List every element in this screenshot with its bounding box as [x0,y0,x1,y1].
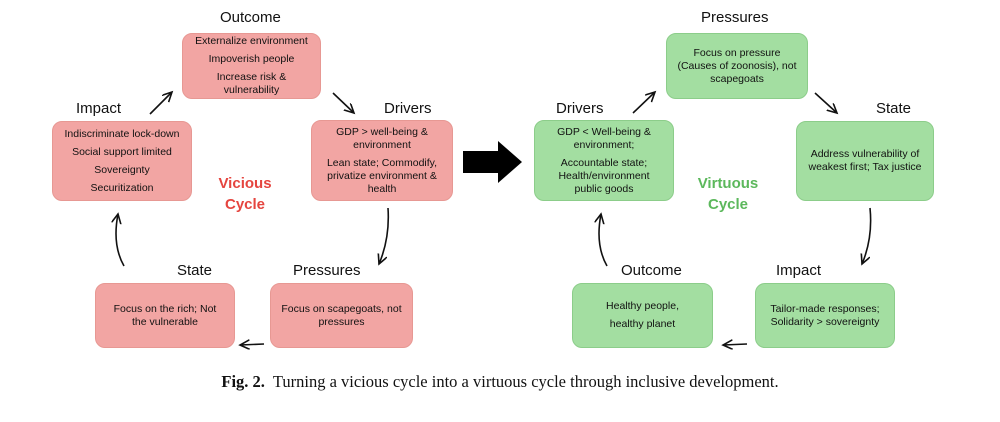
virtuous-drivers-line-1: GDP < Well-being & [557,125,651,138]
arrow-drivers-to-pressures [379,207,390,264]
vicious-impact-line-2: Social support limited [72,145,172,158]
vicious-outcome-line-4: vulnerability [223,84,280,96]
vicious-drivers-line-1: GDP > well-being & [336,125,428,138]
arrow-state-to-impact-green [862,207,872,264]
virtuous-impact-line-1: Tailor-made responses; [770,302,880,315]
vicious-state-label: State [177,262,213,279]
arrow-drivers-to-pressures-green [632,92,655,114]
vicious-pressures-label: Pressures [293,262,361,279]
transition-arrow [463,141,522,183]
vicious-state-line-1: Focus on the rich; Not [113,302,217,315]
arrow-outcome-to-drivers-green [599,214,608,267]
arrow-pressures-to-state-green [814,92,837,113]
vicious-impact-line-1: Indiscriminate lock-down [64,127,180,140]
vicious-drivers-box: GDP > well-being & environment Lean stat… [311,120,453,201]
virtuous-impact-box: Tailor-made responses; Solidarity > sove… [755,283,895,348]
virtuous-cycle-title-line-1: Virtuous [697,175,759,192]
virtuous-outcome-line-1: Healthy people, [606,300,679,312]
virtuous-outcome-label: Outcome [621,262,682,279]
virtuous-impact-line-2: Solidarity > sovereignty [770,315,880,328]
caption-prefix: Fig. 2. [221,372,265,391]
vicious-drivers-line-4: privatize environment & [327,169,437,182]
virtuous-outcome-box: Healthy people, healthy planet [572,283,713,348]
vicious-outcome-line-3: Increase risk & [216,71,287,83]
virtuous-pressures-line-1: Focus on pressure [693,46,781,59]
caption-text: Turning a vicious cycle into a virtuous … [272,372,779,391]
virtuous-impact-label: Impact [776,262,822,279]
arrow-impact-to-outcome-green [723,344,748,345]
virtuous-pressures-label: Pressures [701,9,769,26]
virtuous-pressures-box: Focus on pressure (Causes of zoonosis), … [666,33,808,99]
virtuous-state-label: State [876,100,912,117]
virtuous-state-box: Address vulnerability of weakest first; … [796,121,934,201]
vicious-pressures-line-1: Focus on scapegoats, not [281,302,402,315]
virtuous-cycle-title: Virtuous Cycle [690,173,766,215]
vicious-impact-box: Indiscriminate lock-down Social support … [52,121,192,201]
vicious-impact-label: Impact [76,100,122,117]
vicious-drivers-line-3: Lean state; Commodify, [326,156,438,169]
virtuous-drivers-line-2: environment; [573,138,635,151]
vicious-drivers-line-5: health [367,182,397,195]
virtuous-state-line-1: Address vulnerability of [810,148,920,160]
vicious-impact-line-3: Sovereignty [94,163,150,176]
vicious-cycle-title-line-2: Cycle [224,196,266,213]
virtuous-drivers-line-3: Accountable state; [560,156,648,169]
vicious-state-box: Focus on the rich; Not the vulnerable [95,283,235,348]
arrow-impact-to-outcome [149,92,172,115]
vicious-impact-line-4: Securitization [90,181,154,194]
arrow-pressures-to-state [240,344,265,345]
vicious-outcome-label: Outcome [220,9,281,26]
figure-caption: Fig. 2. Turning a vicious cycle into a v… [0,372,1000,392]
arrow-outcome-to-drivers [332,92,354,113]
virtuous-cycle-title-line-2: Cycle [707,196,749,213]
virtuous-drivers-box: GDP < Well-being & environment; Accounta… [534,120,674,201]
vicious-outcome-line-1: Externalize environment [195,35,308,47]
vicious-drivers-line-2: environment [353,138,411,151]
virtuous-drivers-line-4: Health/environment [558,169,650,182]
virtuous-state-line-2: weakest first; Tax justice [808,161,922,173]
virtuous-pressures-line-3: scapegoats [710,72,764,85]
virtuous-drivers-line-5: public goods [574,182,634,195]
vicious-cycle-title: Vicious Cycle [210,173,280,215]
vicious-cycle-title-line-1: Vicious [218,175,272,192]
virtuous-outcome-line-2: healthy planet [609,318,676,330]
virtuous-drivers-label: Drivers [556,100,604,117]
vicious-drivers-label: Drivers [384,100,432,117]
vicious-outcome-line-2: Impoverish people [208,53,295,65]
vicious-state-line-2: the vulnerable [132,315,198,328]
vicious-outcome-box: Externalize environment Impoverish peopl… [182,33,321,99]
vicious-pressures-box: Focus on scapegoats, not pressures [270,283,413,348]
arrow-state-to-impact [116,214,125,267]
vicious-pressures-line-2: pressures [318,315,365,328]
virtuous-pressures-line-2: (Causes of zoonosis), not [677,59,797,72]
